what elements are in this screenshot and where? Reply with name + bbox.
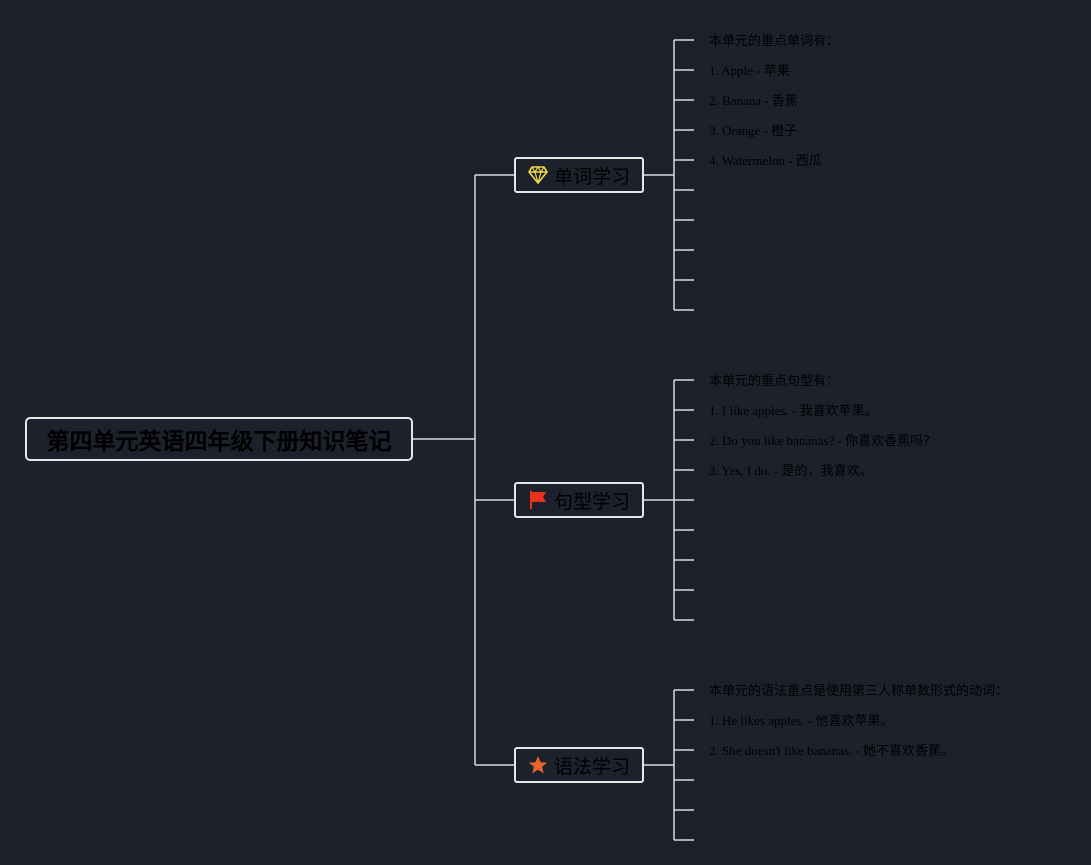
topic-node-sentences[interactable]: 句型学习	[514, 482, 644, 518]
topic-label: 语法学习	[553, 755, 630, 778]
root-node[interactable]: 第四单元英语四年级下册知识笔记	[25, 417, 413, 461]
note-text: 1. I like apples. - 我喜欢苹果。	[709, 403, 878, 418]
note-text: 1. Apple - 苹果	[709, 63, 790, 78]
note-text: 1. He likes apples. - 他喜欢苹果。	[709, 713, 894, 728]
note-text: 本单元的重点单词有：	[709, 33, 840, 48]
topic-label: 单词学习	[553, 165, 630, 188]
root-label: 第四单元英语四年级下册知识笔记	[46, 429, 392, 455]
diamond-icon	[528, 165, 548, 185]
topic-node-vocabulary[interactable]: 单词学习	[514, 157, 644, 193]
topic-label: 句型学习	[553, 490, 630, 513]
note-text: 本单元的重点句型有：	[709, 373, 840, 388]
flag-icon	[528, 490, 548, 510]
note-text: 2. She doesn't like bananas. - 她不喜欢香蕉。	[709, 743, 954, 758]
note-text: 3. Orange - 橙子	[709, 123, 798, 138]
note-text: 2. Banana - 香蕉	[709, 93, 798, 108]
star-icon	[528, 755, 548, 775]
note-text: 2. Do you like bananas? - 你喜欢香蕉吗？	[709, 433, 937, 448]
note-text: 本单元的语法重点是使用第三人称单数形式的动词：	[709, 683, 1009, 698]
note-text: 4. Watermelon - 西瓜	[709, 153, 822, 168]
topic-node-grammar[interactable]: 语法学习	[514, 747, 644, 783]
note-text: 3. Yes, I do. - 是的，我喜欢。	[709, 463, 873, 478]
